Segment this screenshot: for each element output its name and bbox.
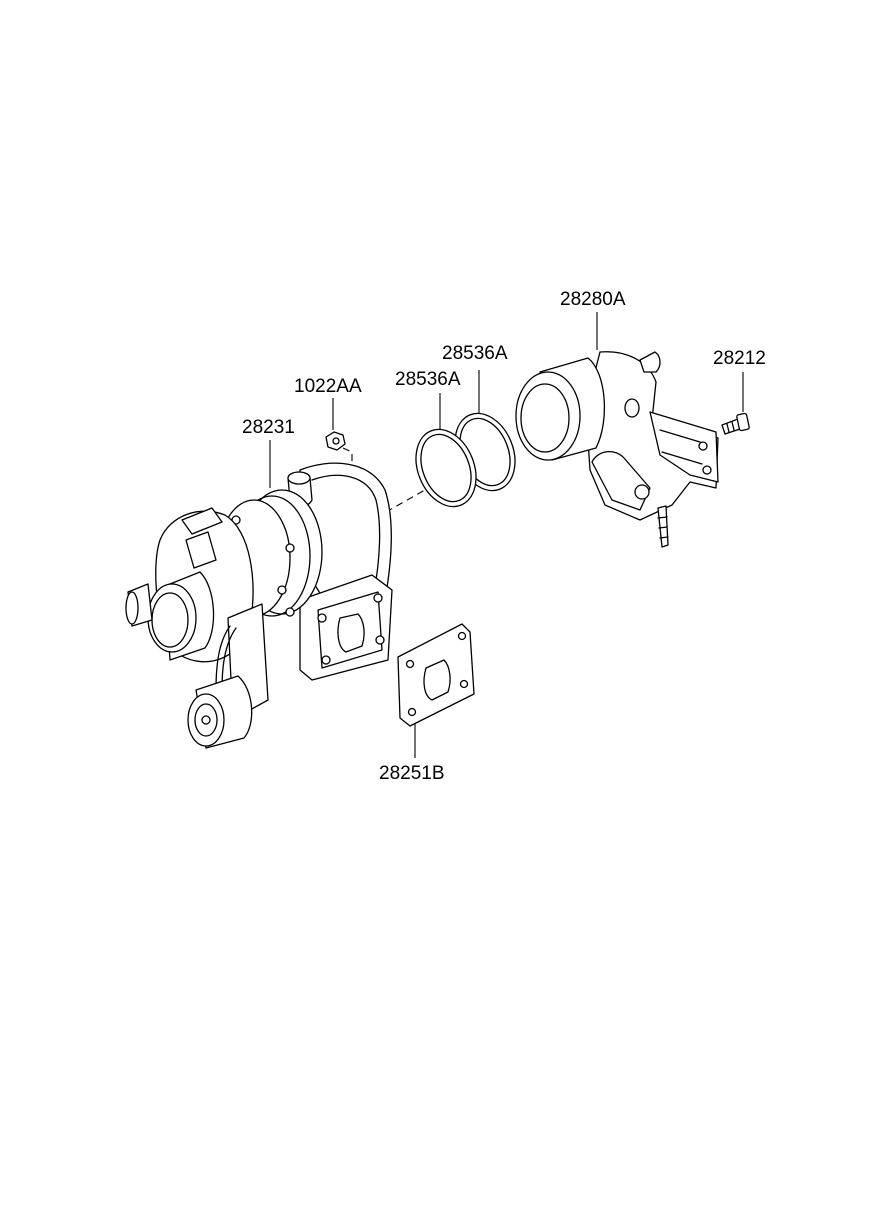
nut-part <box>325 431 346 451</box>
label-seal-ring-inner: 28536A <box>395 369 461 390</box>
seal-rings-part <box>415 412 516 508</box>
bolt-part <box>721 412 750 435</box>
label-nut: 1022AA <box>294 376 362 397</box>
turbocharger-part <box>125 462 393 749</box>
label-turbocharger: 28231 <box>242 417 295 438</box>
label-outlet-elbow: 28280A <box>560 289 626 310</box>
leader-lines <box>269 312 744 758</box>
gasket-part <box>397 623 475 727</box>
assembly-lines <box>342 447 433 580</box>
outlet-elbow-part <box>515 351 719 548</box>
label-bolt: 28212 <box>713 348 766 369</box>
label-gasket: 28251B <box>379 763 445 784</box>
label-seal-ring-outer: 28536A <box>442 343 508 364</box>
